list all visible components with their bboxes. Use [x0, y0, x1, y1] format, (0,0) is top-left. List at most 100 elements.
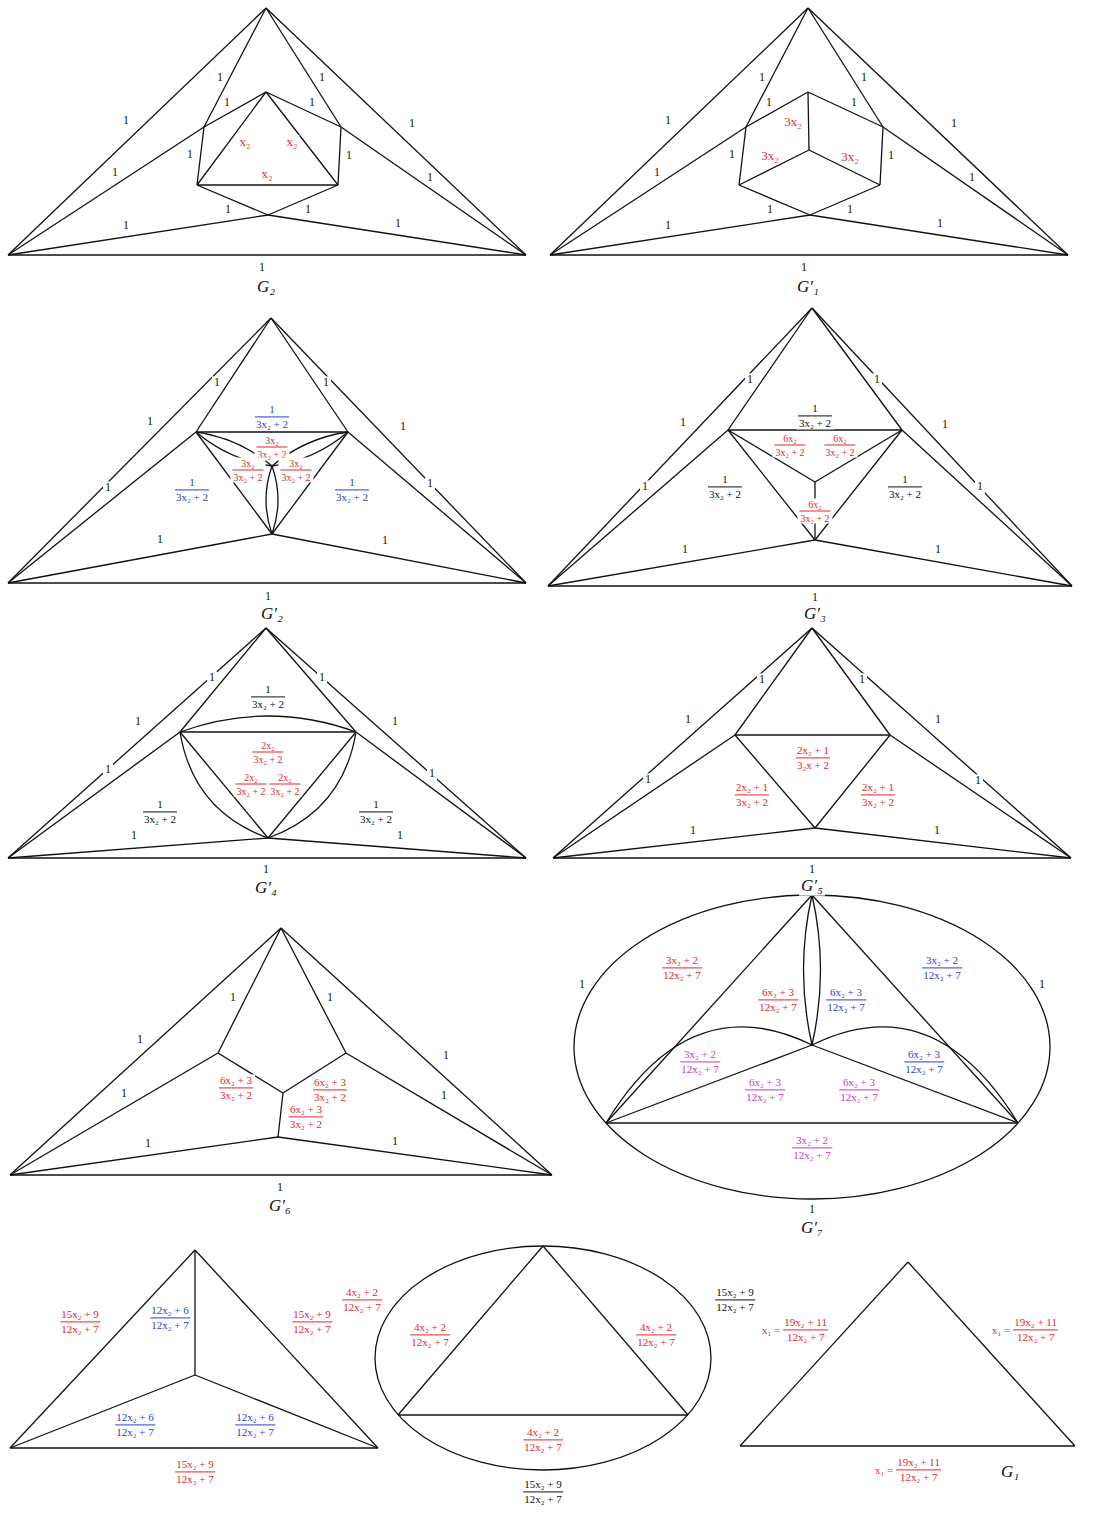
- weight-fraction: 3x₂3x₂ + 2: [278, 458, 313, 483]
- edge-weight: 1: [680, 543, 690, 556]
- weight-fraction: 2x₂ + 13₂x + 2: [794, 744, 832, 771]
- variable-prefix: x₁ =: [875, 1464, 893, 1476]
- fraction-numerator: 12x₂ + 6: [235, 1411, 275, 1425]
- edge-weight: 1: [441, 1049, 451, 1062]
- graph-edge: [812, 895, 1018, 1123]
- graph-edge: [810, 215, 1068, 255]
- fraction-denominator: 3x₂ + 2: [232, 471, 263, 483]
- edge-weight: 1: [407, 117, 417, 130]
- edge-weight: 1: [577, 978, 587, 991]
- fraction-numerator: 4x₂ + 2: [523, 1426, 563, 1440]
- edge-weight: 1: [263, 590, 273, 603]
- weight-fraction: 6x₂ + 312x₂ + 7: [824, 986, 868, 1013]
- weight-value: 1: [225, 202, 231, 216]
- fraction-denominator: 3x₂ + 2: [269, 785, 300, 797]
- fraction: 2x₂ + 13₂x + 2: [796, 744, 830, 771]
- weight-fraction: 15x₂ + 912x₂ + 7: [290, 1308, 334, 1335]
- weight-fraction: 13x₂ + 2: [333, 476, 371, 503]
- fraction-numerator: 3x₂ + 2: [680, 1048, 720, 1062]
- graph-edge: [553, 857, 1071, 858]
- graph-edge: [812, 628, 1071, 858]
- fraction-denominator: 3x₂ + 2: [313, 1091, 347, 1104]
- edge-weight: 1: [398, 420, 408, 433]
- fraction: 3x₂ + 212x₂ + 7: [922, 954, 962, 981]
- fraction-numerator: 19x₂ + 11: [896, 1456, 941, 1470]
- fraction-denominator: 3x₂ + 2: [799, 512, 830, 524]
- weight-value: 1: [230, 990, 236, 1004]
- graph-edge: [272, 534, 526, 583]
- edge-weight: 1: [121, 219, 131, 232]
- weight-fraction: 13x₂ + 2: [253, 403, 291, 430]
- graph-edge: [812, 1045, 1018, 1123]
- edge-weight: 1: [810, 591, 820, 604]
- edge-weight: 1: [257, 261, 267, 274]
- edge-weight: 1: [344, 149, 354, 162]
- weight-value: 1: [443, 1048, 449, 1062]
- weight-value: 1: [145, 1136, 151, 1150]
- fraction-numerator: 6x₂: [824, 433, 855, 446]
- weight-value: 1: [400, 419, 406, 433]
- weight-fraction: 3x₂ + 212x₂ + 7: [790, 1134, 834, 1161]
- weight-value: 1: [851, 95, 857, 109]
- graph-edge: [10, 1250, 195, 1448]
- fraction-numerator: 1: [143, 798, 177, 812]
- fraction-denominator: 12x₂ + 7: [680, 1063, 720, 1076]
- edge-weight: 1: [119, 1087, 129, 1100]
- fraction: 3x₂3x₂ + 2: [232, 458, 263, 483]
- weight-fraction: 6x₂ + 312x₂ + 7: [837, 1076, 881, 1103]
- weight-value: 1: [135, 714, 141, 728]
- fraction: 6x₂ + 33x₂ + 2: [289, 1103, 323, 1130]
- graph-edge: [8, 215, 268, 255]
- fraction-denominator: 3x₂ + 2: [143, 813, 177, 826]
- fraction: 19x₂ + 1112x₂ + 7: [1013, 1316, 1058, 1343]
- fraction-denominator: 12x₂ + 7: [839, 1091, 879, 1104]
- weight-value: 1: [409, 116, 415, 130]
- fraction: 2x₂ + 13x₂ + 2: [735, 781, 769, 808]
- graph-edge: [348, 432, 526, 583]
- edge-weight: 1: [129, 829, 139, 842]
- graph-caption: G′₅: [799, 877, 825, 896]
- edge-weight: 1: [228, 991, 238, 1004]
- edge-weight: 1: [439, 1089, 449, 1102]
- weight-value: 1: [137, 1032, 143, 1046]
- graph-edge: [338, 127, 341, 185]
- weight-fraction: 4x₂ + 212x₂ + 7: [408, 1321, 452, 1348]
- edge-weight: 1: [317, 671, 327, 684]
- fraction: 6x₂3x₂ + 2: [774, 433, 805, 458]
- graph-edge: [195, 1250, 378, 1448]
- graph-edge: [8, 628, 266, 858]
- graph-edge: [553, 628, 812, 858]
- graph-caption: G′₁: [795, 278, 821, 297]
- edge-weight: 3x₂: [782, 115, 804, 129]
- fraction-numerator: 6x₂ + 3: [289, 1103, 323, 1117]
- edge-weight: 1: [807, 863, 817, 876]
- graph-edge: [606, 1027, 812, 1123]
- graph-edge: [195, 1375, 378, 1448]
- fraction-denominator: 12x₂ + 7: [826, 1001, 866, 1014]
- fraction-numerator: 2x₂: [235, 772, 266, 785]
- fraction-denominator: 12x₂ + 7: [783, 1331, 828, 1344]
- edge-weight: x₂: [237, 135, 252, 149]
- edge-weight: 1: [663, 114, 673, 127]
- fraction: 15x₂ + 912x₂ + 7: [292, 1308, 332, 1335]
- fraction-denominator: 12x₂ + 7: [410, 1336, 450, 1349]
- edge-weight: 1: [640, 480, 650, 493]
- weight-fraction: 3x₂ + 212x₂ + 7: [920, 954, 964, 981]
- edge-weight: 3x₂: [839, 150, 861, 164]
- edge-weight: 1: [275, 1181, 285, 1194]
- weight-value: 1: [847, 202, 853, 216]
- weight-value: 1: [969, 170, 975, 184]
- weight-value: 1: [327, 990, 333, 1004]
- weight-fraction: 15x₂ + 912x₂ + 7: [58, 1308, 102, 1335]
- weight-fraction: 12x₂ + 612x₂ + 7: [233, 1411, 277, 1438]
- graph-name: G′₅: [801, 876, 823, 895]
- fraction: 13x₂ + 2: [335, 476, 369, 503]
- edge-weight: 1: [110, 166, 120, 179]
- weight-value: 1: [579, 977, 585, 991]
- fraction: 12x₂ + 612x₂ + 7: [115, 1411, 155, 1438]
- fraction-numerator: 2x₂ + 1: [861, 781, 895, 795]
- weight-fraction: 4x₂ + 212x₂ + 7: [521, 1426, 565, 1453]
- weight-fraction: 2x₂ + 13x₂ + 2: [733, 781, 771, 808]
- weight-value: 1: [642, 479, 648, 493]
- weight-value: 1: [265, 589, 271, 603]
